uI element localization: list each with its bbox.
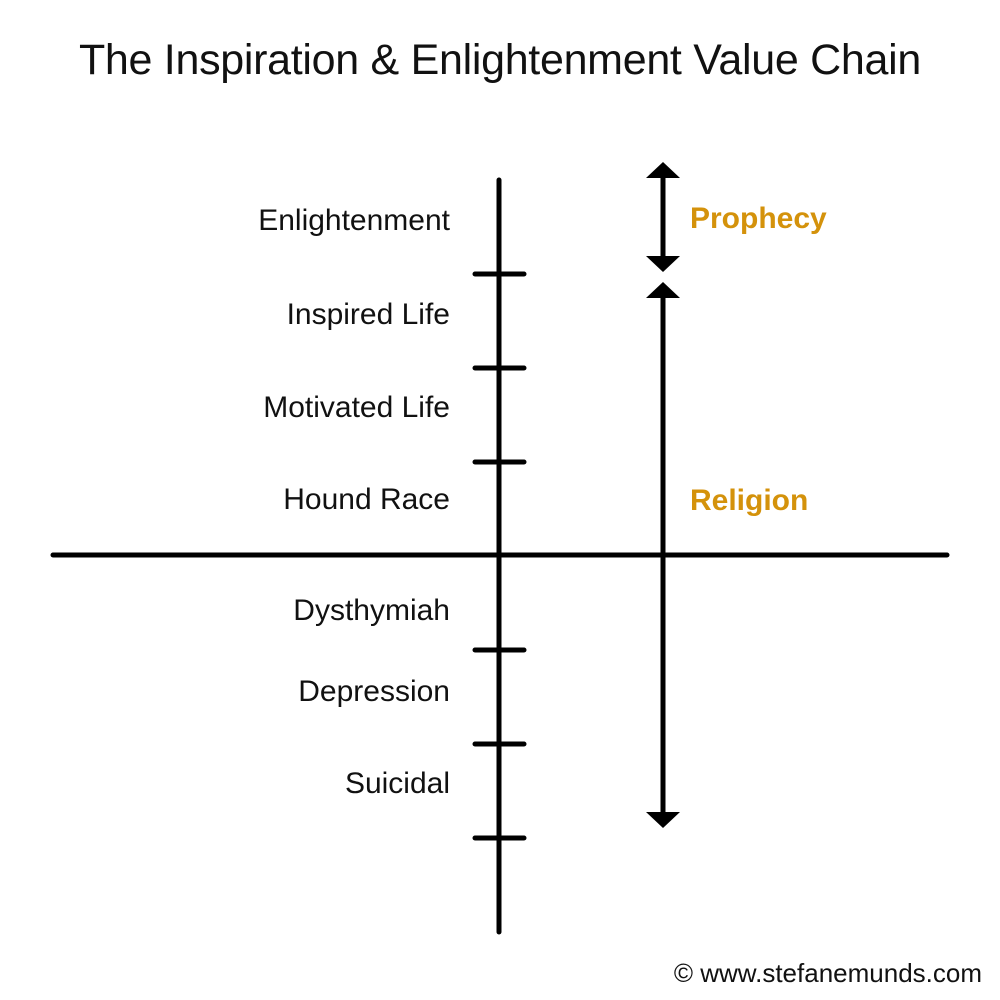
copyright-credit: © www.stefanemunds.com (673, 958, 982, 988)
arrowhead-up-icon (646, 162, 680, 178)
diagram-title: The Inspiration & Enlightenment Value Ch… (78, 36, 922, 84)
arrowhead-down-icon (646, 256, 680, 272)
religion-arrow (646, 282, 680, 828)
level-label-hound-race: Hound Race (283, 483, 450, 516)
arrowhead-up-icon (646, 282, 680, 298)
level-label-depression: Depression (298, 675, 450, 708)
level-label-dysthymiah: Dysthymiah (293, 594, 450, 627)
band-label-religion: Religion (690, 484, 809, 517)
level-label-motivated-life: Motivated Life (263, 391, 450, 424)
level-label-enlightenment: Enlightenment (258, 204, 450, 237)
arrowhead-down-icon (646, 812, 680, 828)
band-label-prophecy: Prophecy (690, 202, 827, 235)
level-label-suicidal: Suicidal (344, 767, 450, 800)
prophecy-arrow (646, 162, 680, 272)
level-label-inspired-life: Inspired Life (286, 298, 450, 331)
